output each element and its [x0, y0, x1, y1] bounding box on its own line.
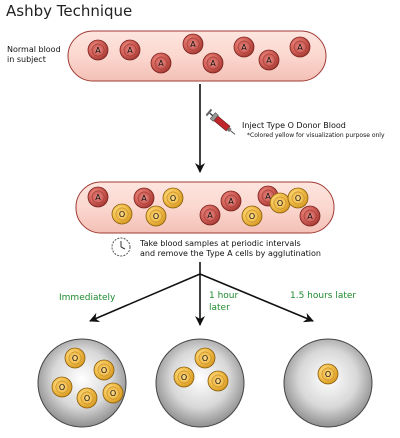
cell-type-label: O	[215, 377, 221, 386]
type-a-cell: A	[199, 204, 221, 226]
type-o-cell: O	[287, 187, 309, 209]
cell-type-label: O	[295, 194, 301, 203]
type-o-cell: O	[241, 205, 263, 227]
cell-type-label: A	[265, 192, 271, 201]
cell-type-label: O	[249, 212, 255, 221]
type-a-cell: A	[233, 36, 255, 58]
cell-type-label: A	[307, 212, 313, 221]
cell-type-label: A	[210, 59, 216, 68]
cell-type-label: A	[95, 193, 101, 202]
timepoint-1-5-hours: 1.5 hours later	[290, 290, 356, 302]
dish-cells: O O O O O O O O O	[51, 347, 339, 409]
syringe-icon	[205, 108, 236, 135]
visualization-note: *Colored yellow for visualization purpos…	[247, 132, 385, 139]
type-o-cell: O	[93, 359, 115, 381]
cell-type-label: A	[127, 46, 133, 55]
type-a-cell: A	[87, 39, 109, 61]
normal-blood-label-line1: Normal blood	[7, 45, 61, 54]
cell-type-label: O	[170, 194, 176, 203]
cell-type-label: O	[153, 212, 159, 221]
type-a-cell: A	[202, 52, 224, 74]
type-o-cell: O	[162, 187, 184, 209]
cell-type-label: A	[207, 211, 213, 220]
cell-type-label: O	[202, 354, 208, 363]
type-o-cell: O	[76, 387, 98, 409]
normal-blood-label: Normal blood in subject	[7, 45, 61, 65]
type-o-cell: O	[194, 347, 216, 369]
cell-type-label: O	[84, 394, 90, 403]
type-o-cell: O	[102, 382, 124, 404]
cell-type-label: O	[277, 199, 283, 208]
type-a-cell: A	[182, 33, 204, 55]
cell-type-label: A	[266, 56, 272, 65]
cell-type-label: A	[241, 43, 247, 52]
type-o-cell: O	[145, 205, 167, 227]
vessel-1-cells: A A A A A A A A	[87, 33, 311, 74]
page-title: Ashby Technique	[6, 2, 133, 20]
arrow-immediately	[89, 273, 201, 323]
type-a-cell: A	[289, 36, 311, 58]
cell-type-label: A	[297, 43, 303, 52]
cell-type-label: A	[158, 59, 164, 68]
inject-label: Inject Type O Donor Blood	[242, 121, 346, 130]
cell-type-label: A	[190, 40, 196, 49]
cell-type-label: A	[95, 46, 101, 55]
type-o-cell: O	[51, 376, 73, 398]
sample-dish-1-hour	[155, 338, 245, 428]
type-o-cell: O	[269, 192, 291, 214]
cell-type-label: A	[228, 197, 234, 206]
cell-type-label: O	[119, 210, 125, 219]
type-o-cell: O	[64, 347, 86, 369]
cell-type-label: O	[101, 366, 107, 375]
timepoint-1-5-hours-line1: 1.5 hours later	[290, 291, 357, 301]
type-a-cell: A	[87, 186, 109, 208]
sampling-label-line2: and remove the Type A cells by agglutina…	[140, 249, 321, 258]
cell-type-label: O	[59, 383, 65, 392]
type-o-cell: O	[111, 203, 133, 225]
type-a-cell: A	[258, 49, 280, 71]
type-a-cell: A	[220, 190, 242, 212]
timepoint-immediately-line1: Immediately	[59, 293, 116, 303]
timepoint-1-hour: 1 hour later	[209, 290, 238, 314]
type-a-cell: A	[299, 205, 321, 227]
cell-type-label: O	[181, 373, 187, 382]
type-a-cell: A	[119, 39, 141, 61]
cell-type-label: O	[325, 370, 331, 379]
clock-icon	[111, 237, 131, 257]
sampling-label-line1: Take blood samples at periodic intervals	[140, 239, 301, 248]
timepoint-1-hour-line1: 1 hour	[209, 291, 239, 301]
cell-type-label: O	[110, 389, 116, 398]
arrow-1-5-hours	[199, 273, 314, 323]
type-a-cell: A	[133, 187, 155, 209]
type-o-cell: O	[207, 370, 229, 392]
type-o-cell: O	[317, 363, 339, 385]
sampling-label: Take blood samples at periodic intervals…	[140, 239, 321, 259]
type-a-cell: A	[150, 52, 172, 74]
type-o-cell: O	[173, 366, 195, 388]
normal-blood-label-line2: in subject	[7, 55, 46, 64]
cell-type-label: A	[141, 194, 147, 203]
timepoint-1-hour-line2: later	[209, 303, 230, 313]
cell-type-label: O	[72, 354, 78, 363]
timepoint-immediately: Immediately	[59, 292, 115, 304]
